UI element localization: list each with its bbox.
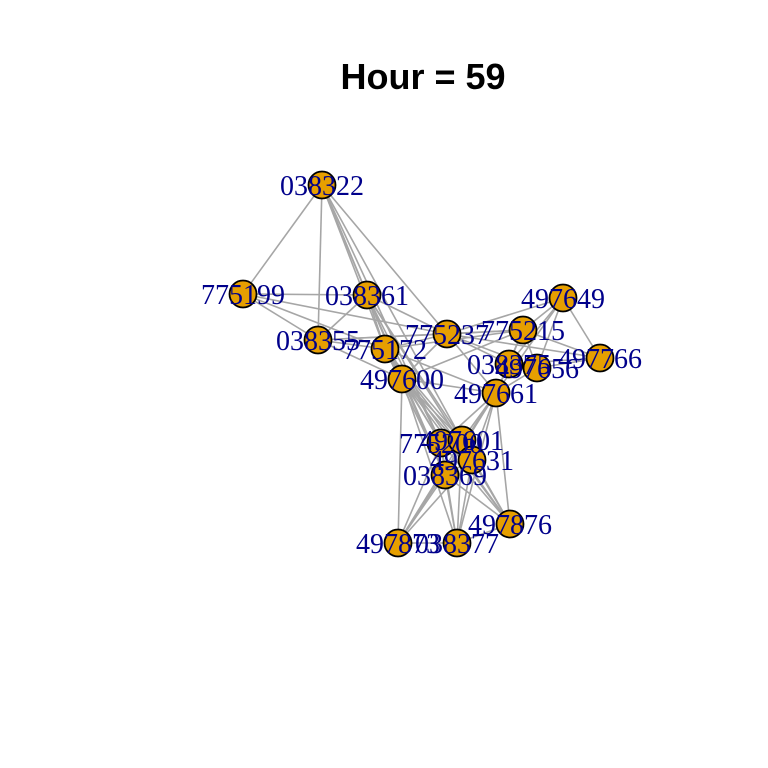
- node-label-038322: 038322: [280, 171, 364, 202]
- node-layer: [228, 170, 615, 558]
- node-038369: [430, 460, 460, 490]
- edge-038322-775199: [242, 184, 323, 295]
- node-497766: [585, 343, 615, 373]
- edge-497631-497873: [397, 459, 473, 544]
- node-038377: [442, 528, 472, 558]
- node-497876: [495, 509, 525, 539]
- edge-775215-497600: [401, 329, 524, 380]
- edge-775199-775172: [242, 293, 386, 350]
- edge-497661-497876: [495, 392, 511, 525]
- node-label-775200: 775200: [399, 429, 483, 460]
- node-775172: [370, 334, 400, 364]
- node-label-775237: 775237: [405, 320, 489, 351]
- node-label-497649: 497649: [521, 284, 605, 315]
- edge-497600-497873: [397, 378, 403, 544]
- node-label-497661: 497661: [454, 379, 538, 410]
- edge-038322-497601: [321, 184, 463, 441]
- node-038322: [307, 170, 337, 200]
- edge-497600-497661: [401, 378, 497, 394]
- node-label-497876: 497876: [468, 510, 552, 541]
- node-label-038361: 038361: [325, 281, 409, 312]
- node-label-497631: 497631: [430, 446, 514, 477]
- edge-038361-775237: [366, 294, 448, 335]
- node-label-038377: 038377: [415, 529, 499, 560]
- edge-497600-038369: [401, 378, 446, 476]
- edge-038355-497600: [317, 339, 403, 380]
- edge-775199-038355: [242, 293, 319, 341]
- node-label-497600: 497600: [360, 365, 444, 396]
- node-038361: [352, 280, 382, 310]
- edge-775199-775237: [242, 293, 448, 335]
- edge-497601-497873: [397, 439, 463, 544]
- edge-775172-497661: [384, 348, 497, 394]
- node-label-775199: 775199: [201, 280, 285, 311]
- node-497873: [383, 528, 413, 558]
- edge-497600-038377: [401, 378, 458, 544]
- node-038375: [494, 349, 524, 379]
- node-775237: [432, 319, 462, 349]
- edge-038322-038355: [317, 184, 323, 341]
- node-label-497601: 497601: [420, 426, 504, 457]
- node-label-497766: 497766: [558, 344, 642, 375]
- node-038355: [303, 325, 333, 355]
- node-label-775172: 775172: [343, 335, 427, 366]
- node-497600: [387, 364, 417, 394]
- node-497649: [548, 283, 578, 313]
- edge-775199-038361: [242, 293, 368, 296]
- node-label-038375: 038375: [467, 350, 551, 381]
- edge-775237-497649: [446, 297, 564, 335]
- node-label-775215: 775215: [481, 316, 565, 347]
- node-label-497873: 497873: [356, 529, 440, 560]
- node-label-497656: 497656: [495, 354, 579, 385]
- edge-775200-497873: [397, 442, 442, 544]
- node-497656: [522, 353, 552, 383]
- node-label-038369: 038369: [403, 461, 487, 492]
- edge-038322-775237: [321, 184, 448, 335]
- node-497631: [457, 445, 487, 475]
- node-label-038355: 038355: [276, 326, 360, 357]
- plot-title: Hour = 59: [340, 56, 506, 97]
- node-497661: [481, 378, 511, 408]
- node-775199: [228, 279, 258, 309]
- node-775215: [508, 315, 538, 345]
